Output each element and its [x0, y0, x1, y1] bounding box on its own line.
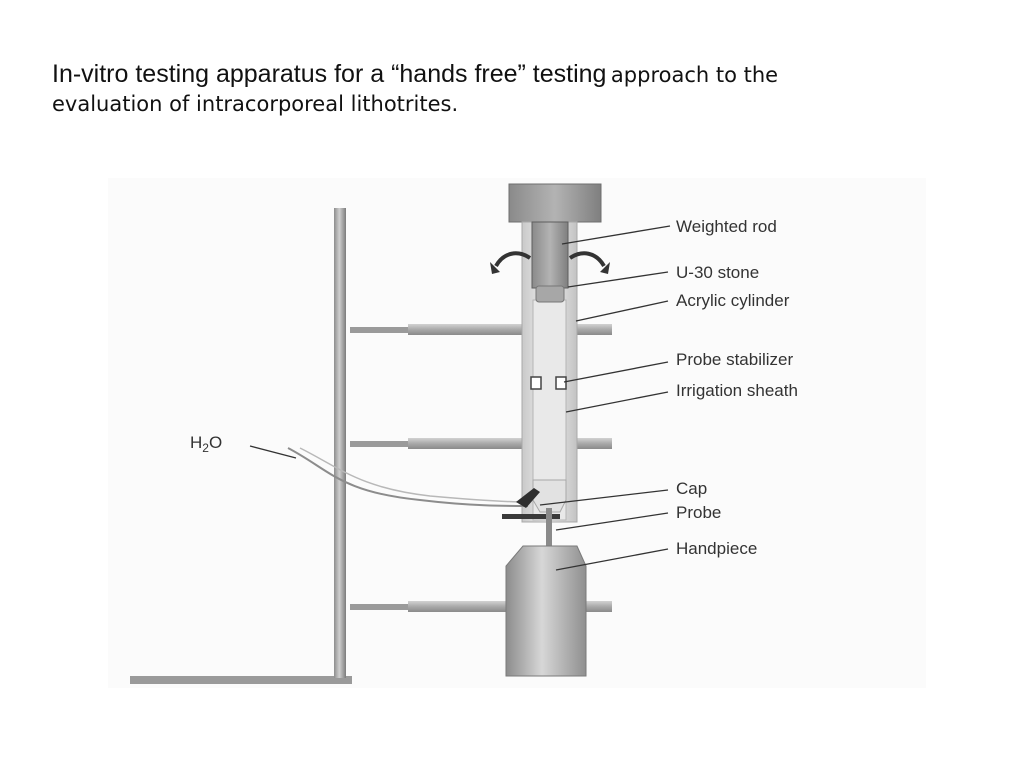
u30-stone: [535, 285, 565, 303]
label-handpiece: Handpiece: [676, 539, 757, 558]
title-part-2: approach to the: [610, 63, 779, 87]
label-u30-stone: U-30 stone: [676, 263, 759, 282]
rotation-arrow-right: [568, 251, 606, 268]
leader-lines: [249, 225, 671, 571]
probe-stabilizer-left: [530, 376, 542, 390]
weight-block: [508, 183, 602, 223]
stand-pole: [334, 208, 346, 678]
label-weighted-rod: Weighted rod: [676, 217, 777, 236]
handpiece: [505, 545, 587, 677]
clamp-arm-middle: [350, 438, 612, 449]
rotation-arrow-left: [494, 251, 532, 268]
probe-stabilizer-right: [555, 376, 567, 390]
label-acrylic-cylinder: Acrylic cylinder: [676, 291, 790, 310]
cap-base: [502, 514, 560, 519]
irrigation-tube-outer: [287, 447, 529, 507]
probe: [546, 508, 552, 546]
cap: [516, 488, 540, 508]
label-cap: Cap: [676, 479, 707, 498]
slide-title: In-vitro testing apparatus for a “hands …: [52, 58, 992, 119]
weighted-rod: [531, 221, 569, 289]
title-part-3: evaluation of intracorporeal lithotrites…: [52, 92, 459, 116]
clamp-arm-top: [350, 324, 612, 335]
title-part-1: In-vitro testing apparatus for a “hands …: [52, 60, 607, 88]
irrigation-tube-inner: [299, 447, 529, 503]
label-probe: Probe: [676, 503, 721, 522]
label-probe-stabilizer: Probe stabilizer: [676, 350, 794, 369]
stand-base: [130, 676, 352, 684]
label-water: H2O: [190, 433, 222, 455]
label-irrigation-sheath: Irrigation sheath: [676, 381, 798, 400]
